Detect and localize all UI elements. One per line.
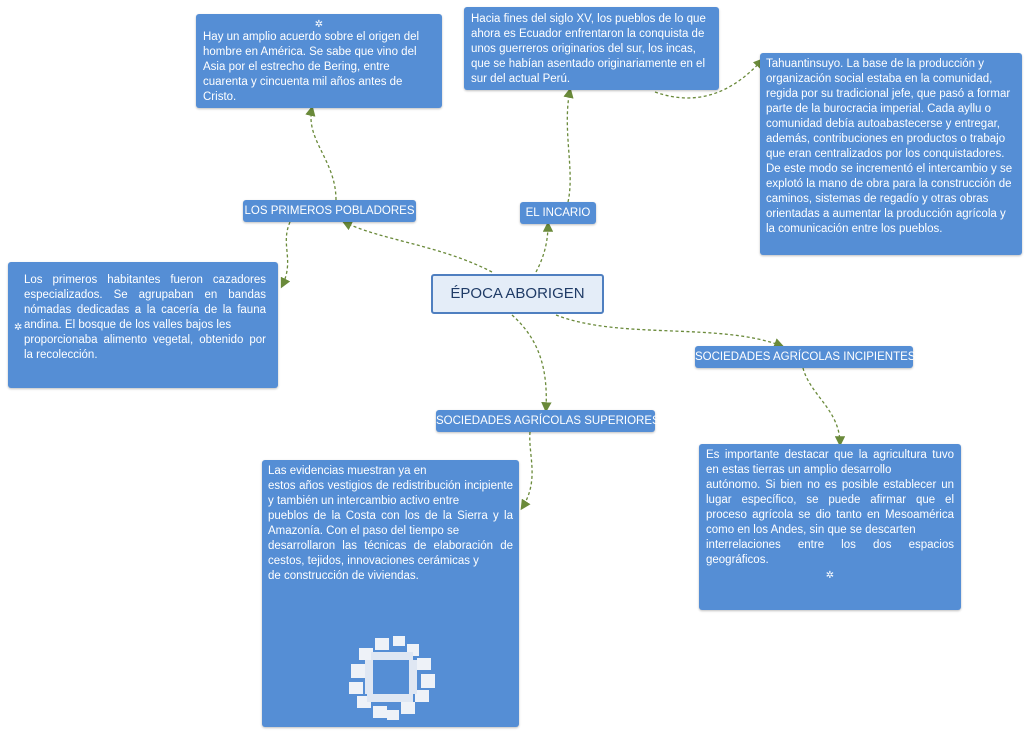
connector-central-to-pobladores: [341, 220, 493, 273]
connector-pobladores-to-origen: [305, 105, 337, 201]
central-topic[interactable]: ÉPOCA ABORIGEN: [431, 274, 604, 314]
note-agricultura-text: Es importante destacar que la agricultur…: [706, 449, 954, 566]
note-tahuantinsuyo[interactable]: Tahuantinsuyo. La base de la producción …: [760, 53, 1022, 255]
connector-incipientes-to-agricultura: [802, 367, 846, 447]
topic-primeros-pobladores-label: LOS PRIMEROS POBLADORES: [244, 205, 415, 217]
topic-sociedades-agricolas-incipientes[interactable]: SOCIEDADES AGRÍCOLAS INCIPIENTES: [695, 346, 916, 368]
note-tahuantinsuyo-text: Tahuantinsuyo. La base de la producción …: [766, 58, 1016, 235]
image-thumbnail[interactable]: [345, 632, 439, 724]
note-incas[interactable]: Hacia fines del siglo XV, los pueblos de…: [464, 7, 719, 90]
topic-sociedades-agricolas-superiores[interactable]: SOCIEDADES AGRÍCOLAS SUPERIORES: [436, 410, 660, 432]
connector-superiores-to-evidencias: [520, 431, 533, 511]
note-evidencias[interactable]: Las evidencias muestran ya en estos años…: [262, 460, 519, 727]
topic-el-incario[interactable]: EL INCARIO: [520, 202, 596, 224]
connector-incario-to-incas: [563, 87, 574, 203]
topic-el-incario-label: EL INCARIO: [525, 207, 591, 219]
link-icon[interactable]: ✲: [825, 570, 835, 581]
connector-central-to-incario: [535, 221, 554, 273]
connector-incas-to-tahuantinsuyo: [654, 58, 764, 99]
topic-primeros-pobladores[interactable]: LOS PRIMEROS POBLADORES: [243, 200, 416, 222]
link-icon[interactable]: ✲: [314, 19, 324, 30]
note-incas-text: Hacia fines del siglo XV, los pueblos de…: [471, 13, 710, 85]
note-cazadores[interactable]: ✲ Los primeros habitantes fueron cazador…: [8, 262, 278, 388]
topic-sociedades-agricolas-incipientes-label: SOCIEDADES AGRÍCOLAS INCIPIENTES: [695, 351, 916, 363]
topic-sociedades-agricolas-superiores-label: SOCIEDADES AGRÍCOLAS SUPERIORES: [436, 415, 660, 427]
connector-central-to-superiores: [511, 314, 552, 413]
connector-pobladores-to-cazadores: [280, 221, 291, 289]
central-topic-title: ÉPOCA ABORIGEN: [450, 285, 585, 302]
note-agricultura[interactable]: Es importante destacar que la agricultur…: [699, 444, 961, 610]
note-cazadores-text: Los primeros habitantes fueron cazadores…: [24, 274, 266, 361]
link-icon[interactable]: ✲: [14, 322, 23, 333]
note-origen-text: Hay un amplio acuerdo sobre el origen de…: [203, 31, 423, 103]
connector-central-to-incipientes: [555, 314, 785, 349]
note-evidencias-text: Las evidencias muestran ya en estos años…: [268, 465, 513, 582]
note-origen[interactable]: ✲ Hay un amplio acuerdo sobre el origen …: [196, 14, 442, 108]
